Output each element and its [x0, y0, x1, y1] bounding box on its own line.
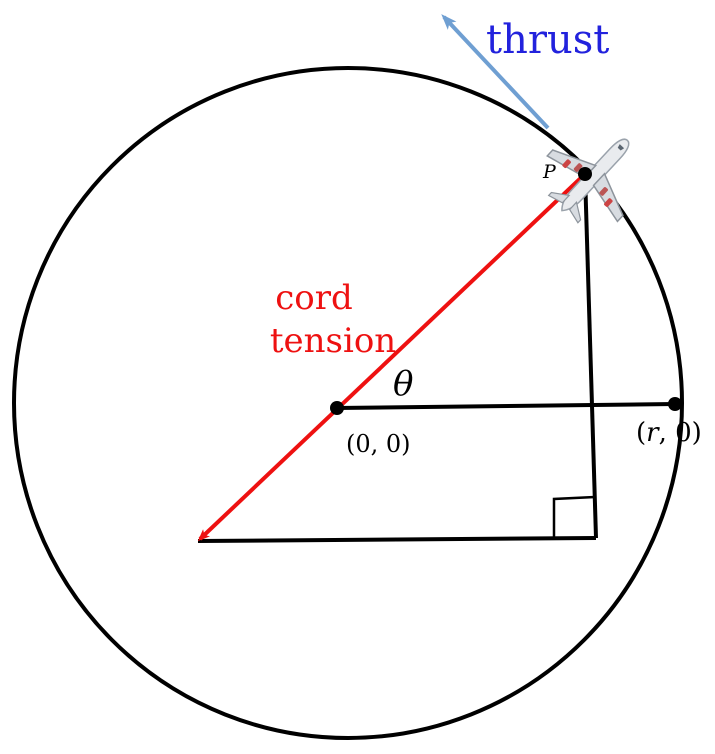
- thrust-arrow: [441, 14, 550, 130]
- point-p-label: P: [542, 161, 557, 183]
- cord-tension-arrow: [197, 172, 587, 542]
- point-p: [578, 167, 592, 181]
- origin-label: (0, 0): [346, 430, 411, 458]
- cord-label-line1: cord: [275, 278, 353, 318]
- cord-label-line2: tension: [270, 321, 396, 361]
- point-r: [668, 397, 682, 411]
- radius-line: [335, 402, 676, 410]
- vertical-line: [583, 173, 598, 539]
- thrust-label: thrust: [486, 17, 609, 63]
- r-variable: r: [646, 418, 660, 448]
- right-angle-marker: [552, 495, 596, 538]
- theta-label: θ: [393, 364, 413, 404]
- circle-path: [12, 66, 684, 740]
- r-point-label: (r, 0): [636, 418, 702, 448]
- base-line: [197, 536, 597, 543]
- point-origin: [330, 401, 344, 415]
